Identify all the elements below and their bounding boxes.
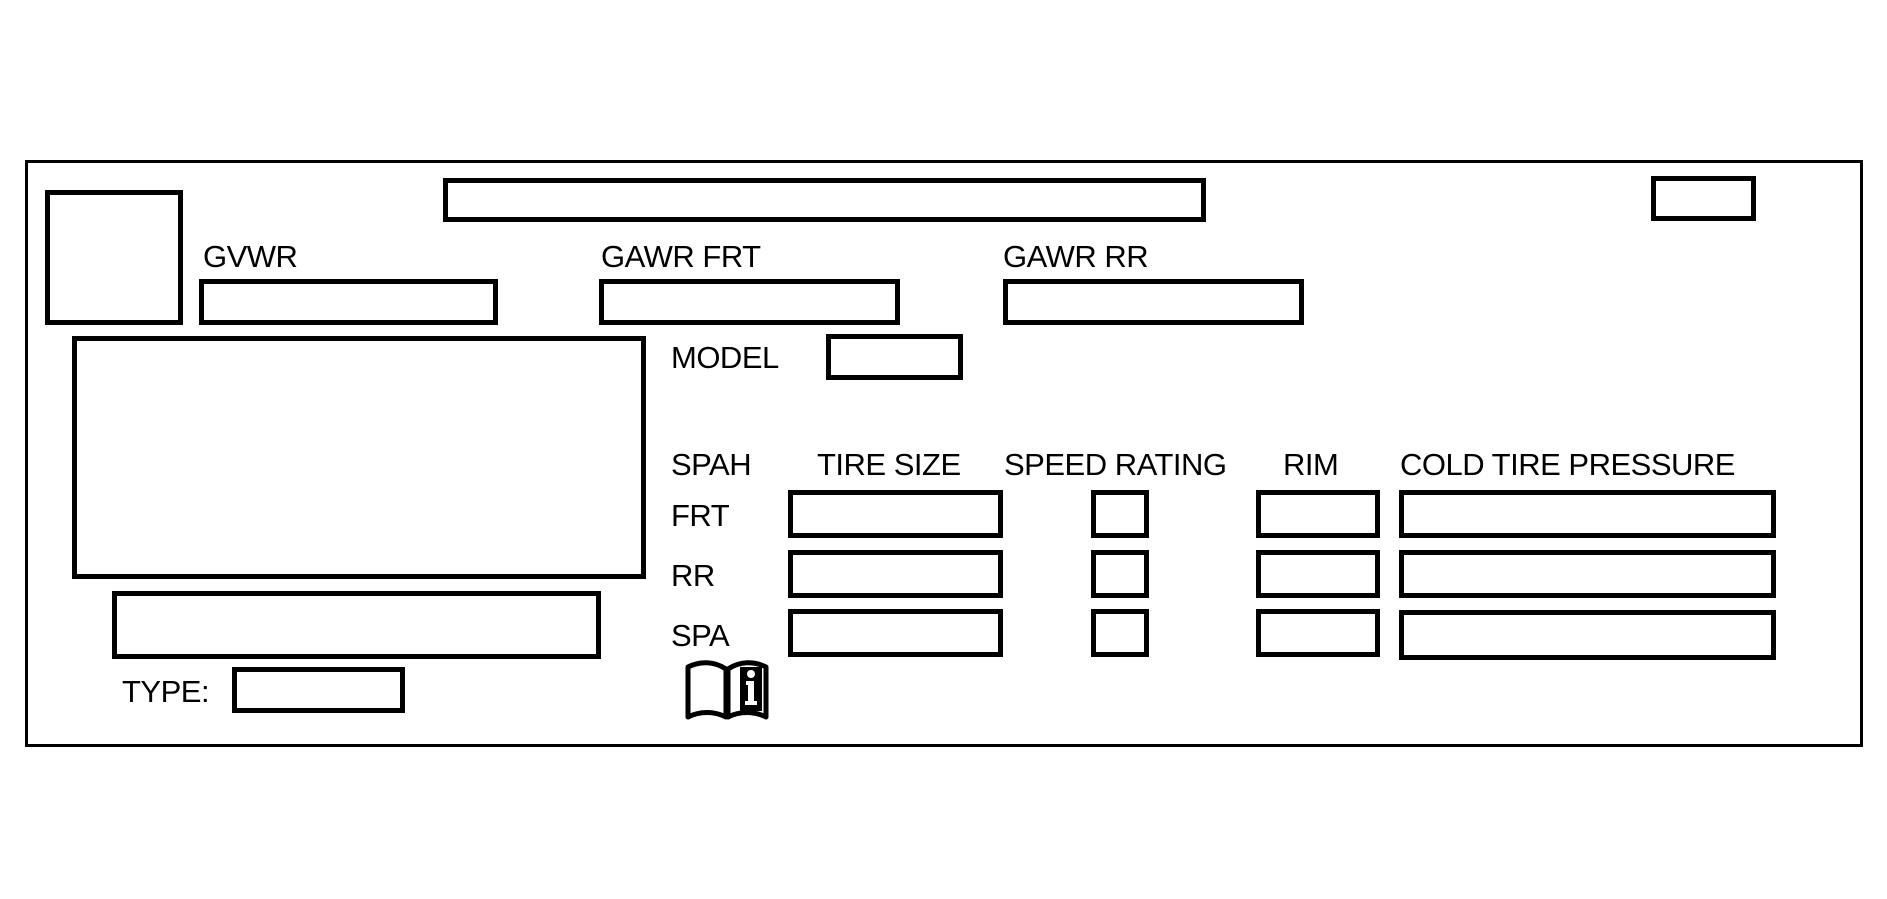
logo-box <box>45 190 183 325</box>
tire-row-label-frt: FRT <box>671 498 730 533</box>
rim-header: RIM <box>1283 447 1339 482</box>
gawr-rr-field <box>1003 279 1304 325</box>
spah-header: SPAH <box>671 447 752 482</box>
rr-speed-rating-field <box>1091 550 1149 598</box>
gvwr-field <box>199 279 498 325</box>
model-label: MODEL <box>671 340 779 375</box>
spa-rim-field <box>1256 609 1380 657</box>
vin-field <box>112 591 601 659</box>
tire-row-label-spa: SPA <box>671 618 730 653</box>
speed-rating-header: SPEED RATING <box>1004 447 1227 482</box>
manufacturer-field <box>443 178 1206 222</box>
gawr-frt-field <box>599 279 900 325</box>
type-field <box>232 667 405 713</box>
cold-tire-pressure-header: COLD TIRE PRESSURE <box>1400 447 1735 482</box>
spa-cold-pressure-field <box>1399 610 1776 660</box>
type-label: TYPE: <box>122 674 210 709</box>
tire-size-header: TIRE SIZE <box>817 447 961 482</box>
frt-cold-pressure-field <box>1399 490 1776 538</box>
book-info-icon <box>684 657 770 721</box>
vehicle-certification-label <box>25 160 1863 747</box>
rr-cold-pressure-field <box>1399 550 1776 598</box>
model-field <box>826 334 963 380</box>
date-field <box>1651 176 1756 221</box>
frt-speed-rating-field <box>1091 490 1149 538</box>
rr-tire-size-field <box>788 550 1003 598</box>
certification-text-area <box>72 336 646 579</box>
spa-speed-rating-field <box>1091 609 1149 657</box>
gvwr-label: GVWR <box>203 239 298 274</box>
rr-rim-field <box>1256 550 1380 598</box>
frt-rim-field <box>1256 490 1380 538</box>
tire-row-label-rr: RR <box>671 558 715 593</box>
gawr-frt-label: GAWR FRT <box>601 239 761 274</box>
gawr-rr-label: GAWR RR <box>1003 239 1149 274</box>
frt-tire-size-field <box>788 490 1003 538</box>
spa-tire-size-field <box>788 609 1003 657</box>
